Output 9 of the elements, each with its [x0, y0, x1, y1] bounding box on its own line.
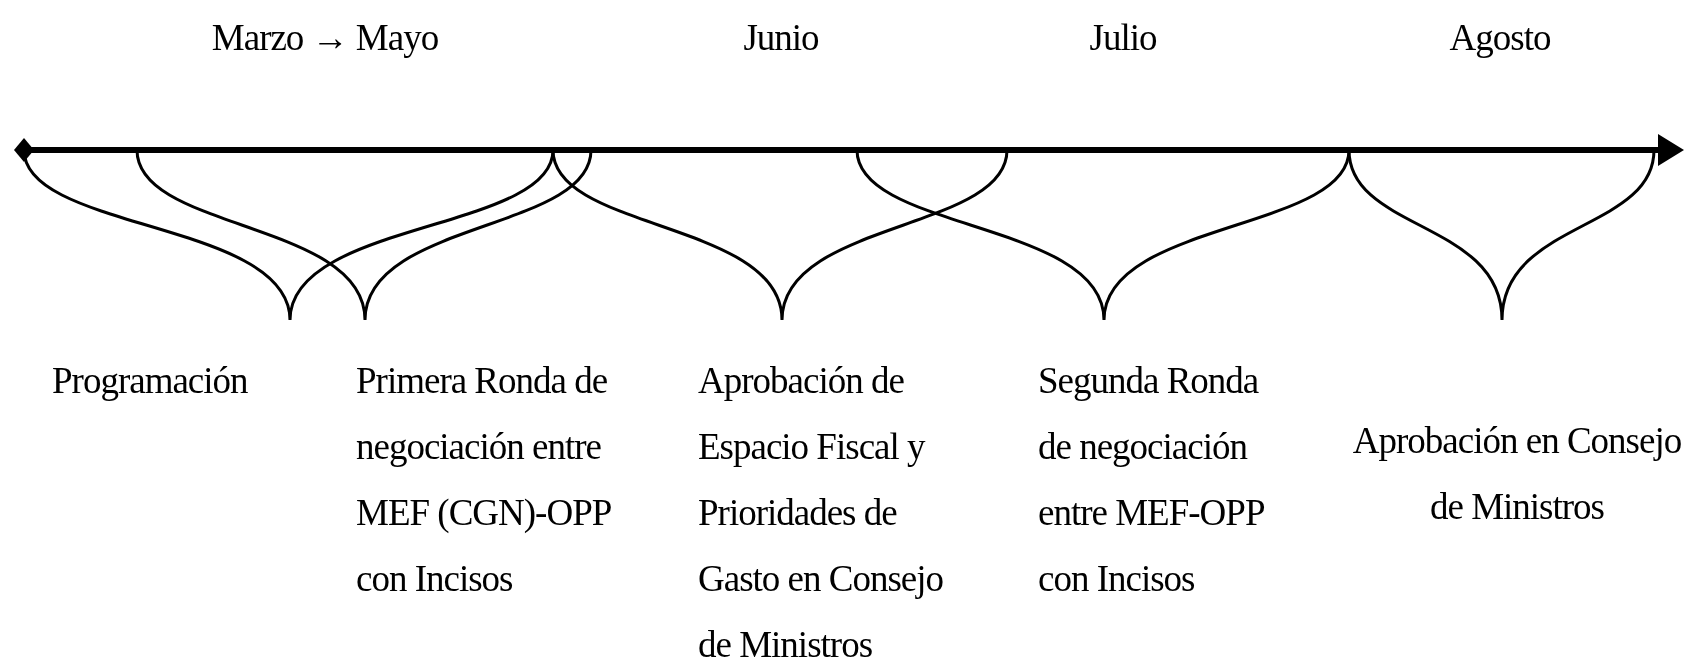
phase-label: Aprobación de Espacio Fiscal y Prioridades de Gasto en Consejo de Ministros	[698, 359, 945, 663]
phase-label: Programación	[52, 359, 249, 403]
month-label: Julio	[1089, 16, 1157, 60]
phase-label: Primera Ronda de negociación entre MEF (CGN)-OPP con Incisos	[356, 359, 612, 601]
month-label: Junio	[743, 16, 819, 60]
month-label: Agosto	[1449, 16, 1551, 60]
phase-label: Segunda Ronda de negociación entre MEF-OPP con Incisos	[1038, 359, 1265, 601]
month-label: Marzo → Mayo	[211, 16, 439, 60]
phase-label: Aprobación en Consejo de Ministros	[1351, 419, 1683, 529]
